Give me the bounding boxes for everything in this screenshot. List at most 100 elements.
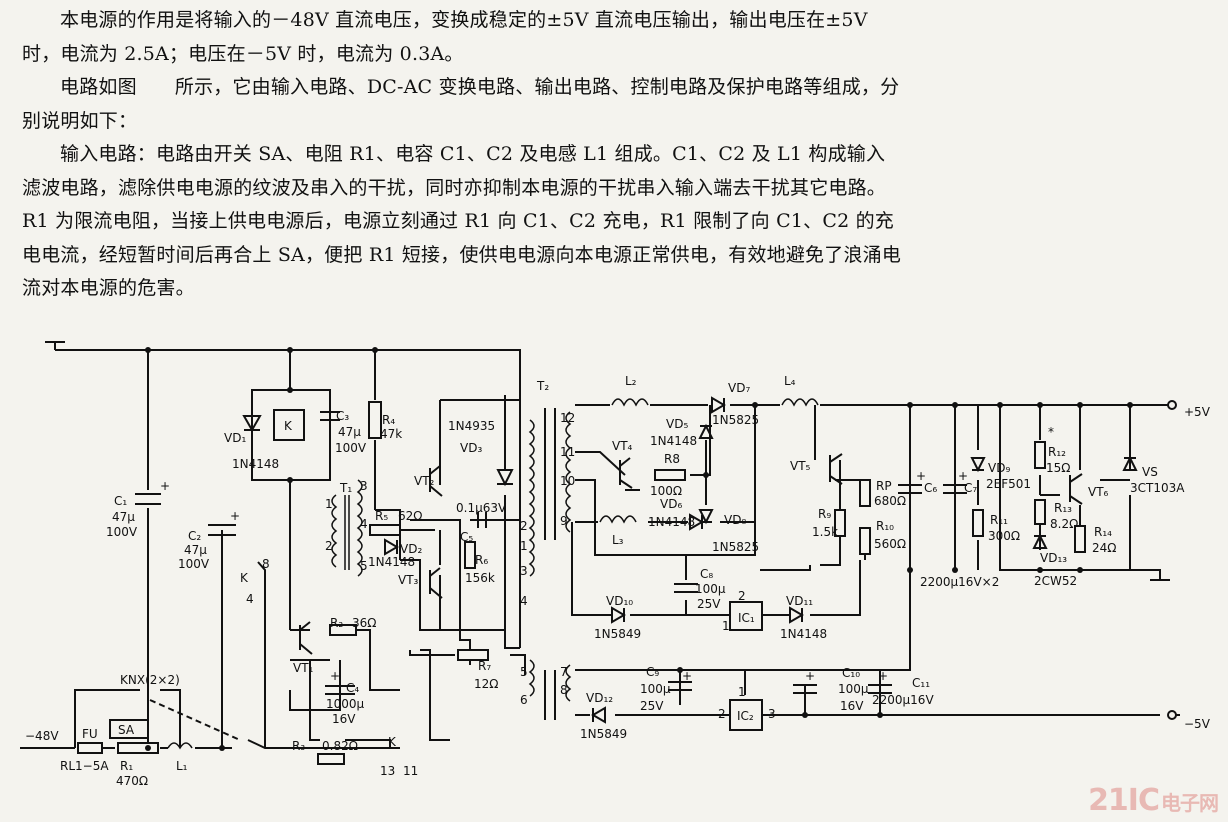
ic2-pin3: 3: [768, 707, 776, 721]
label-vd10: VD₁₀: [606, 594, 633, 608]
transistor-vt5: VT₅: [790, 453, 843, 485]
t1-pin-4: 4: [360, 517, 368, 531]
resistor-r14: R₁₄ 24Ω: [1074, 525, 1116, 555]
transistor-vt1: VT₁: [293, 621, 314, 675]
transistor-vt6: VT₆: [1069, 473, 1109, 505]
t2-pin-8: 8: [560, 683, 568, 697]
label-c10: C₁₀: [842, 666, 860, 680]
label-knx: KNX(2×2): [120, 673, 180, 687]
capacitors-c6-c7: + C₆ + C₇ 2200μ16V×2: [898, 469, 999, 589]
regulator-ic2: IC₂ 1 2 3: [718, 685, 776, 731]
resistor-r7: R₇ 12Ω: [457, 649, 498, 691]
transistor-vt2: VT₂: [414, 465, 443, 497]
label-r13-value: 8.2Ω: [1050, 517, 1078, 531]
paragraph-overview: 本电源的作用是将输入的－48V 直流电压，变换成稳定的±5V 直流电压输出，输出…: [22, 9, 868, 65]
label-c7: C₇: [964, 481, 977, 495]
capacitor-c8: C₈ 100μ 25V: [674, 567, 726, 611]
diode-vd10: VD₁₀ 1N5849: [594, 594, 641, 641]
label-c5: C₅: [460, 530, 473, 544]
diode-vd5: VD₅ 1N4148: [650, 417, 714, 448]
label-c8-value: 100μ: [695, 582, 726, 596]
label-r3-value: 0.82Ω: [322, 739, 358, 753]
label-c3: C₃: [336, 409, 349, 423]
label-c1-voltage: 100V: [106, 525, 138, 539]
c10-polarity: +: [805, 669, 815, 683]
regulator-ic1: IC₁ 2 1: [722, 589, 763, 633]
label-vt6: VT₆: [1088, 485, 1109, 499]
diode-vd8: VD₈ 1N5825: [689, 513, 759, 554]
c11-polarity: +: [878, 669, 888, 683]
watermark-main: 21IC: [1088, 783, 1160, 818]
label-k-pin11: 11: [403, 764, 418, 778]
capacitor-c10: + C₁₀ 100μ 16V: [793, 666, 869, 713]
relay-k: K: [273, 409, 305, 441]
label-r10: R₁₀: [876, 519, 894, 533]
t1-pin-1: 1: [325, 497, 333, 511]
label-r3: R₃: [292, 739, 305, 753]
label-r1-value: 470Ω: [116, 774, 148, 788]
label-rl: RL1−5A: [60, 759, 109, 773]
resistor-r12: * R₁₂ 15Ω: [1034, 425, 1070, 475]
label-l1: L₁: [176, 759, 188, 773]
label-r6-value: 156k: [465, 571, 495, 585]
label-c3-voltage: 100V: [335, 441, 367, 455]
transistor-vt4: VT₄: [612, 439, 633, 489]
label-c9-voltage: 25V: [640, 699, 664, 713]
label-r13: R₁₃: [1054, 501, 1072, 515]
label-k-pin13: 13: [380, 764, 395, 778]
diode-vd11: VD₁₁ 1N4148: [780, 594, 827, 641]
t1-pin-3: 3: [360, 479, 368, 493]
paragraph-structure: 电路如图所示，它由输入电路、DC-AC 变换电路、输出电路、控制电路及保护电路等…: [22, 71, 902, 138]
label-vt2: VT₂: [414, 474, 435, 488]
input-section: KNX(2×2) SA −48V FU RL1−5A R₁ 470Ω L₁ K …: [25, 673, 418, 788]
c1-polarity: +: [160, 479, 170, 493]
label-c8-voltage: 25V: [697, 597, 721, 611]
t2-pin-10: 10: [560, 474, 575, 488]
resistor-r5: R₅ 62Ω: [369, 509, 422, 536]
label-vd11: VD₁₁: [786, 594, 813, 608]
label-output-negative: −5V: [1184, 717, 1211, 731]
c2-polarity: +: [230, 509, 240, 523]
c4-polarity: +: [330, 669, 340, 683]
label-r6: R₆: [475, 553, 488, 567]
label-c1: C₁: [114, 494, 127, 508]
diode-vd7: VD₇ 1N5825: [711, 381, 759, 427]
label-r11-value: 300Ω: [988, 529, 1020, 543]
label-r1: R₁: [120, 759, 133, 773]
label-vs-type: 3CT103A: [1130, 481, 1185, 495]
capacitor-c1: + C₁ 47μ 100V: [106, 479, 170, 539]
capacitor-c4: + C₄ 1000μ 16V: [325, 669, 365, 726]
label-l4: L₄: [784, 374, 796, 388]
label-vd11-type: 1N4148: [780, 627, 827, 641]
label-c4-voltage: 16V: [332, 712, 356, 726]
label-vd9: VD₉: [988, 461, 1010, 475]
label-vd7: VD₇: [728, 381, 750, 395]
label-r4-value: 47k: [380, 427, 402, 441]
label-vd13-type: 2CW52: [1034, 574, 1077, 588]
label-c10-voltage: 16V: [840, 699, 864, 713]
label-r7-value: 12Ω: [474, 677, 498, 691]
label-r7: R₇: [478, 659, 491, 673]
label-c4: C₄: [346, 681, 359, 695]
t2-pin-2: 2: [520, 519, 528, 533]
label-output-positive: +5V: [1184, 405, 1211, 419]
diode-vd6: VD₆ 1N4148: [648, 497, 714, 529]
label-vt1: VT₁: [293, 661, 314, 675]
label-l3: L₃: [612, 533, 624, 547]
label-r5-value: 62Ω: [398, 509, 422, 523]
label-r14: R₁₄: [1094, 525, 1112, 539]
label-r9-value: 1.5k: [812, 525, 838, 539]
t2-pin-12: 12: [560, 411, 575, 425]
label-r12-star: *: [1048, 425, 1054, 439]
transistor-vt3: VT₃: [398, 567, 443, 599]
thyristor-vs: VS 3CT103A: [1122, 455, 1185, 495]
t1-pin-5: 5: [360, 559, 368, 573]
label-c2-value: 47μ: [184, 543, 207, 557]
led-vd9: VD₉ 2EF501: [970, 457, 1031, 491]
ic2-pin2: 2: [718, 707, 726, 721]
label-k-switch: K: [388, 735, 397, 749]
label-c9: C₉: [646, 665, 659, 679]
diode-vd12: VD₁₂ 1N5849: [580, 691, 627, 741]
label-vd9-type: 2EF501: [986, 477, 1031, 491]
